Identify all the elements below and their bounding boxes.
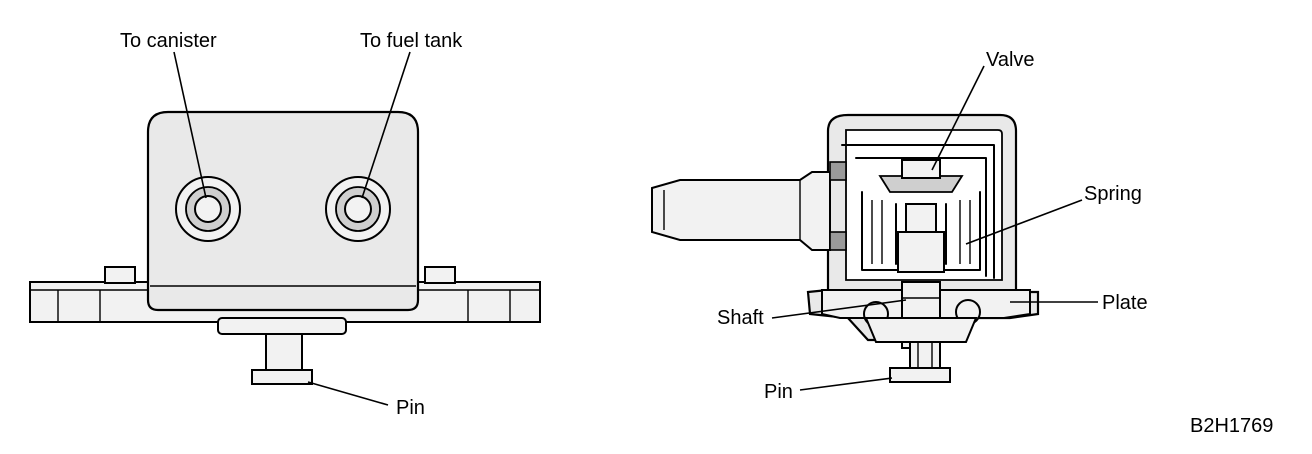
section-pin-stem: [909, 341, 941, 371]
figure-code: B2H1769: [1190, 415, 1273, 437]
fuel-tank-port: [325, 176, 391, 242]
valve-housing: [146, 110, 420, 312]
right-cross-section-view: Valve Spring Shaft Plate Pin: [651, 49, 1148, 403]
left-pin-label: Pin: [396, 397, 425, 419]
spring-leader: [965, 199, 1083, 245]
hose-nipple: [651, 171, 831, 251]
shaft-label: Shaft: [717, 307, 764, 329]
to-canister-leader: [173, 51, 207, 199]
valve-label: Valve: [986, 49, 1035, 71]
to-fuel-tank-leader: [361, 51, 411, 199]
shaft-leader: [771, 299, 907, 319]
pin-head: [251, 369, 313, 385]
left-exterior-view: To canister To fuel tank Pin: [29, 30, 541, 419]
flange-tab-right: [424, 266, 456, 284]
plate-label: Plate: [1102, 292, 1148, 314]
section-pin-head: [889, 367, 951, 383]
right-pin-label: Pin: [764, 381, 793, 403]
right-pin-leader: [799, 377, 893, 391]
to-fuel-tank-label: To fuel tank: [360, 30, 463, 52]
to-canister-label: To canister: [120, 30, 217, 52]
spring: [871, 200, 971, 264]
valve-leader: [931, 65, 985, 171]
flange-tab-left: [104, 266, 136, 284]
bottom-boss: [217, 317, 347, 335]
spring-label: Spring: [1084, 183, 1142, 205]
left-pin-leader: [307, 381, 389, 406]
canister-port: [175, 176, 241, 242]
shaft-upper: [905, 203, 937, 235]
